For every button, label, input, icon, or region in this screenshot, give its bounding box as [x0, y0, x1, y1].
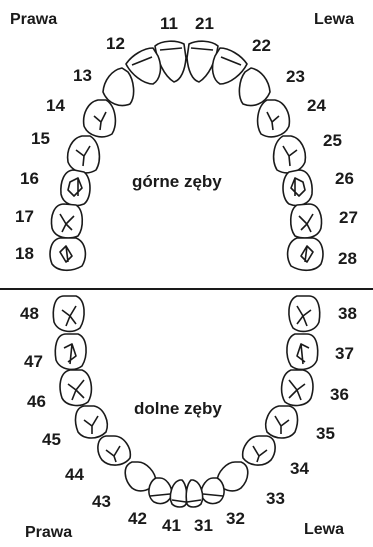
- tooth-number-47: 47: [24, 353, 43, 370]
- tooth-16: [61, 170, 90, 206]
- lower-teeth-caption: dolne zęby: [134, 400, 222, 417]
- tooth-number-43: 43: [92, 493, 111, 510]
- tooth-number-23: 23: [286, 68, 305, 85]
- lower-left-side-label: Lewa: [304, 522, 344, 538]
- tooth-number-24: 24: [307, 97, 326, 114]
- tooth-number-35: 35: [316, 425, 335, 442]
- tooth-number-45: 45: [42, 431, 61, 448]
- upper-right-side-label: Prawa: [10, 12, 57, 28]
- tooth-number-34: 34: [290, 460, 309, 477]
- tooth-number-13: 13: [73, 67, 92, 84]
- tooth-number-36: 36: [330, 386, 349, 403]
- tooth-number-12: 12: [106, 35, 125, 52]
- tooth-36: [282, 370, 313, 405]
- tooth-number-32: 32: [226, 510, 245, 527]
- tooth-number-21: 21: [195, 15, 214, 32]
- tooth-number-48: 48: [20, 305, 39, 322]
- tooth-number-31: 31: [194, 517, 213, 534]
- tooth-number-16: 16: [20, 170, 39, 187]
- upper-left-side-label: Lewa: [314, 12, 354, 28]
- upper-teeth-caption: górne zęby: [132, 173, 222, 190]
- tooth-number-27: 27: [339, 209, 358, 226]
- tooth-42: [149, 478, 172, 504]
- tooth-15: [68, 136, 100, 173]
- tooth-number-25: 25: [323, 132, 342, 149]
- tooth-number-18: 18: [15, 245, 34, 262]
- tooth-number-22: 22: [252, 37, 271, 54]
- tooth-number-14: 14: [46, 97, 65, 114]
- tooth-number-11: 11: [160, 15, 178, 32]
- tooth-number-17: 17: [15, 208, 34, 225]
- tooth-25: [274, 136, 306, 173]
- tooth-31: [186, 480, 202, 507]
- tooth-number-15: 15: [31, 130, 50, 147]
- tooth-27: [291, 204, 322, 238]
- tooth-26: [283, 170, 312, 206]
- tooth-number-42: 42: [128, 510, 147, 527]
- tooth-14: [84, 100, 116, 137]
- tooth-41: [170, 480, 186, 507]
- tooth-13: [103, 68, 134, 106]
- tooth-38: [289, 296, 320, 331]
- tooth-number-44: 44: [65, 466, 84, 483]
- tooth-number-37: 37: [335, 345, 354, 362]
- tooth-number-26: 26: [335, 170, 354, 187]
- tooth-44: [98, 436, 130, 465]
- tooth-number-33: 33: [266, 490, 285, 507]
- tooth-32: [201, 478, 224, 504]
- tooth-number-41: 41: [162, 517, 181, 534]
- tooth-number-28: 28: [338, 250, 357, 267]
- tooth-24: [258, 100, 290, 137]
- tooth-23: [239, 68, 270, 106]
- tooth-34: [243, 436, 275, 465]
- tooth-number-38: 38: [338, 305, 357, 322]
- lower-right-side-label: Prawa: [25, 525, 72, 541]
- tooth-48: [53, 296, 84, 331]
- tooth-number-46: 46: [27, 393, 46, 410]
- tooth-17: [52, 204, 83, 238]
- tooth-46: [60, 370, 91, 405]
